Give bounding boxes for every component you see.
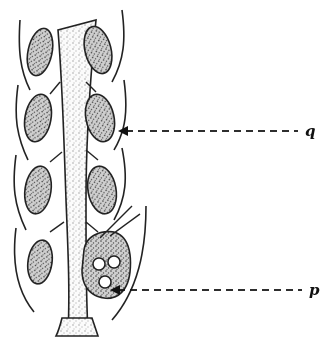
spikelet-left-1 [23,26,56,78]
base [56,318,98,336]
spikelet-left-3 [22,164,54,215]
label-p: p [309,281,320,299]
spikelet-left-4 [25,239,55,286]
spikelet-right-3 [84,164,120,216]
label-q: q [305,122,316,140]
grain-3 [99,276,111,288]
spikelet-left-2 [21,92,55,144]
grain-2 [108,256,120,268]
open-spikelet [82,206,140,298]
grain-1 [93,258,105,270]
